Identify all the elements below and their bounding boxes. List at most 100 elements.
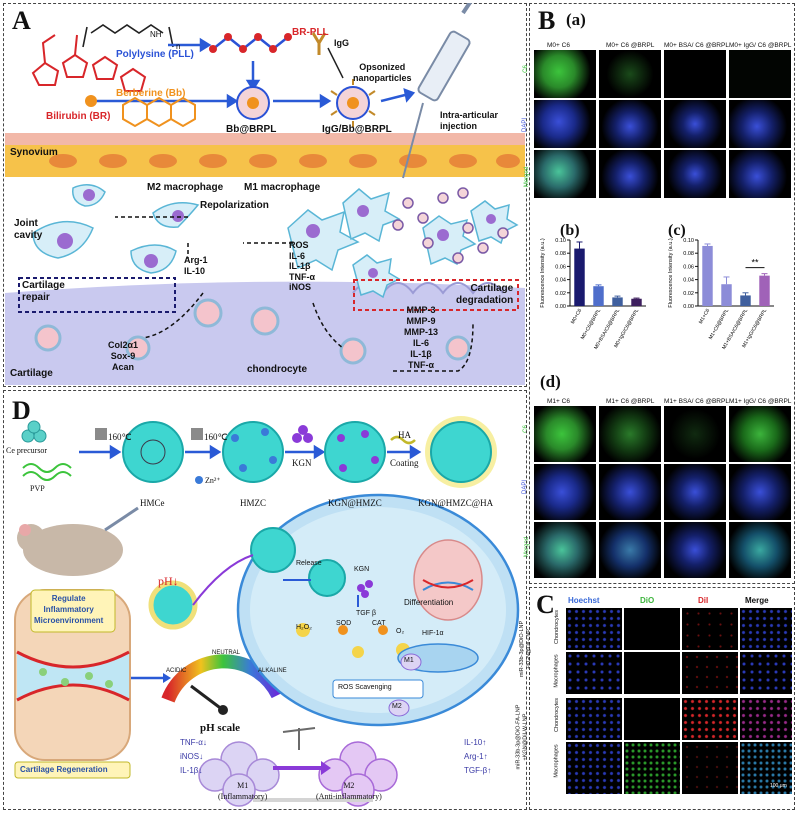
pvp-label: PVP: [30, 484, 45, 493]
regeneration-label: Cartilage Regeneration: [20, 765, 108, 774]
bb-label: Berberine (Bb): [116, 88, 185, 99]
micro-image: [682, 698, 738, 740]
grid-a-row: Merged: [524, 167, 530, 187]
c-row-label: Macrophages: [554, 744, 560, 777]
micro-image: [599, 50, 661, 98]
mmp-item: TNF-α: [404, 360, 438, 371]
bar: [759, 276, 769, 306]
ros-item: IL-1β: [289, 261, 315, 272]
il1-label: IL-1β↓: [180, 766, 202, 775]
ros-list: ROS IL-6 IL-1β TNF-α iNOS: [289, 240, 315, 293]
y-tick-label: 0.04: [683, 278, 694, 284]
ph-down-label: pH↓: [158, 574, 179, 589]
y-tick-label: 0.02: [683, 291, 694, 297]
kgn-hmzc-label: KGN@HMZC: [328, 498, 382, 508]
bar: [631, 299, 641, 306]
c-col-header: DiI: [698, 596, 708, 605]
micro-image: [664, 522, 726, 578]
grid-a-col: M0+ C6 @BRPL: [606, 42, 654, 49]
zn-dot: [195, 476, 203, 484]
micro-image: [740, 698, 792, 740]
cell-m2-label: M2: [392, 703, 402, 710]
micro-image: [566, 742, 622, 794]
final-label: KGN@HMZC@HA: [418, 498, 493, 508]
micro-image: [664, 150, 726, 198]
mmp-item: MMP-9: [404, 316, 438, 327]
micro-image: [534, 150, 596, 198]
igg-bb-brpl-particle: [331, 79, 375, 127]
panel-b-d-label: (d): [540, 372, 561, 392]
arg1-label: Arg-1: [184, 255, 208, 265]
injection-label: Intra-articular injection: [440, 110, 498, 132]
ros-item: IL-6: [289, 251, 315, 262]
micro-image: [566, 608, 622, 650]
grid-d-col: M1+ C6 @BRPL: [606, 398, 654, 405]
x-tick-label: M1+C6: [698, 308, 711, 325]
y-tick-label: 0.10: [683, 238, 694, 244]
igg-label: IgG: [334, 38, 349, 48]
y-tick-label: 0.06: [555, 264, 566, 270]
micro-image: [664, 50, 726, 98]
micro-image: [599, 522, 661, 578]
diff-label: Differentiation: [404, 598, 453, 607]
alkaline-label: ALKALINE: [258, 668, 287, 674]
pvp-wave: [23, 464, 71, 480]
micro-image: [599, 100, 661, 148]
opsonized-label: Opsonized nanoparticles: [353, 62, 412, 84]
cell-kgn-label: KGN: [354, 566, 369, 573]
y-tick-label: 0.00: [555, 304, 566, 310]
arg-up-label: Arg-1↑: [464, 752, 488, 761]
micro-image: [624, 608, 680, 650]
bar: [612, 297, 622, 306]
micro-image: [729, 522, 791, 578]
h2o2-label: H₂O₂: [296, 624, 312, 631]
berberine-ball: [85, 95, 97, 107]
autoclave-icon: [95, 428, 107, 440]
ph-particle: [151, 583, 195, 627]
panel-c-label: C: [536, 590, 555, 620]
y-tick-label: 0.10: [555, 238, 566, 244]
cat-label: CAT: [372, 620, 385, 627]
x-tick-label: M0+C6: [570, 308, 583, 325]
micro-image: [729, 50, 791, 98]
mmp-item: IL-6: [404, 338, 438, 349]
grid-a-row: DAPI: [522, 118, 528, 132]
bb-brpl-label: Bb@BRPL: [226, 124, 276, 135]
mmp-item: MMP-3: [404, 305, 438, 316]
micro-image: [534, 522, 596, 578]
micro-image: [566, 652, 622, 694]
synovium-label: Synovium: [10, 147, 58, 158]
bottom-m1-label: M1 (Inflammatory): [218, 780, 267, 802]
n-label: n: [176, 42, 180, 51]
temp2-label: 160℃: [204, 432, 228, 443]
release-label: Release: [296, 560, 322, 567]
micro-image: [624, 742, 680, 794]
bar: [740, 295, 750, 306]
c-col-header: Hoechst: [568, 596, 600, 605]
micro-image: [624, 698, 680, 740]
micro-image: [682, 652, 738, 694]
kgn-label: KGN: [292, 458, 312, 468]
grid-a-col: M0+ IgG/ C6 @BRPL: [729, 42, 791, 49]
bottom-m2-label: M2 (Anti-inflammatory): [316, 780, 382, 802]
grid-a-col: M0+ BSA/ C6 @BRPL: [664, 42, 729, 49]
cell-m1-label: M1: [404, 657, 414, 664]
regulate-label: Regulate Inflammatory Microenvironment: [34, 593, 103, 626]
bar: [574, 249, 584, 306]
mmp-item: MMP-13: [404, 327, 438, 338]
micro-image: [740, 652, 792, 694]
ha-label: HA: [398, 430, 411, 440]
micro-image: [729, 464, 791, 520]
bar: [702, 246, 712, 306]
pll-label: Polylysine (PLL): [116, 49, 194, 60]
ros-item: TNF-α: [289, 272, 315, 283]
micro-image: [729, 406, 791, 462]
micro-image: [624, 652, 680, 694]
il10-up-label: IL-10↑: [464, 738, 486, 747]
micro-image: [664, 464, 726, 520]
c-row-label: Chondrocytes: [554, 610, 560, 644]
c-row-label: Chondrocytes: [554, 698, 560, 732]
chart-b: 0.000.020.040.060.080.10Fluorescence Int…: [532, 234, 657, 384]
ros-item: iNOS: [289, 282, 315, 293]
c-col-header: Merge: [745, 596, 769, 605]
